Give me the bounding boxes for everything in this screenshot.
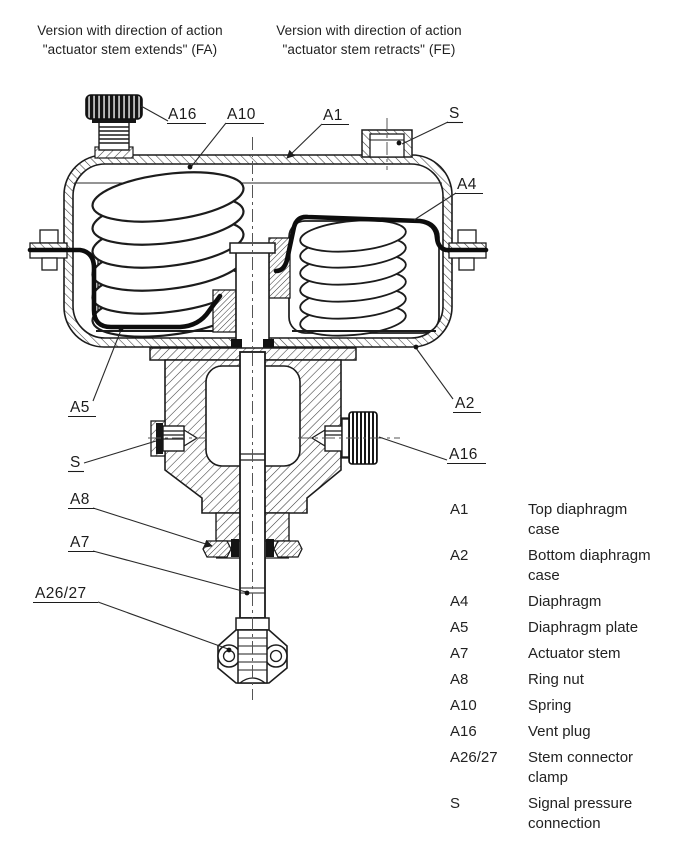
leader-a5 xyxy=(92,329,122,402)
legend-code: A26/27 xyxy=(450,749,498,766)
caption-fe-line1: Version with direction of action xyxy=(276,23,462,38)
legend-code: A2 xyxy=(450,547,469,564)
legend-code: A16 xyxy=(450,723,477,740)
callout-a1: A1 xyxy=(323,107,343,124)
caption-version-fa: Version with direction of action "actuat… xyxy=(20,22,240,59)
case-flange-left xyxy=(29,229,68,271)
leader-a8 xyxy=(92,507,213,548)
legend-label: Top diaphragm case xyxy=(528,501,628,538)
leader-a26-27 xyxy=(97,601,229,650)
legend-row: A16 Vent plug xyxy=(450,722,678,742)
leader-a1 xyxy=(286,123,323,159)
legend-code: A4 xyxy=(450,593,469,610)
leader-dots xyxy=(118,140,419,653)
legend-label: Signal pressure connection xyxy=(528,795,633,832)
legend-code: S xyxy=(450,795,461,812)
callout-a5: A5 xyxy=(70,399,90,416)
legend-row: A10 Spring xyxy=(450,696,678,716)
legend-row: A4 Diaphragm xyxy=(450,592,678,612)
legend-code: A8 xyxy=(450,671,469,688)
legend-row: A8 Ring nut xyxy=(450,670,678,690)
legend-row: S Signal pressure connection xyxy=(450,794,678,834)
callout-a8: A8 xyxy=(70,491,90,508)
callout-a7: A7 xyxy=(70,534,90,551)
diaphragm xyxy=(27,214,489,330)
callout-a26-27: A26/27 xyxy=(35,585,87,602)
callout-labels: A16 A10 A1 S A4 A5 A2 S A16 A8 A7 A26/27 xyxy=(33,105,486,604)
callout-a4: A4 xyxy=(457,176,477,193)
leader-lines xyxy=(83,105,457,650)
legend-label: Ring nut xyxy=(528,671,584,688)
legend-row: A5 Diaphragm plate xyxy=(450,618,678,638)
legend-label: Diaphragm plate xyxy=(528,619,639,636)
leader-a16-side xyxy=(378,436,448,461)
leader-a10 xyxy=(190,122,227,168)
leader-a7 xyxy=(92,550,247,593)
legend-row: A26/27 Stem connector clamp xyxy=(450,748,678,788)
legend-row: A1 Top diaphragm case xyxy=(450,500,678,540)
leader-a2 xyxy=(415,347,454,400)
legend-row: A7 Actuator stem xyxy=(450,644,678,664)
caption-fa-line1: Version with direction of action xyxy=(37,23,223,38)
leader-a16-top xyxy=(140,105,169,122)
legend-row: A2 Bottom diaphragm case xyxy=(450,546,678,586)
caption-fa-line2: "actuator stem extends" (FA) xyxy=(42,41,218,57)
callout-a16-side: A16 xyxy=(449,446,478,463)
callout-s-top: S xyxy=(449,105,460,122)
legend-label: Spring xyxy=(528,697,572,714)
legend-label: Stem connector clamp xyxy=(528,749,634,786)
legend-label: Diaphragm xyxy=(528,593,602,610)
legend-code: A5 xyxy=(450,619,469,636)
callout-s-side: S xyxy=(70,454,81,471)
caption-version-fe: Version with direction of action "actuat… xyxy=(255,22,483,59)
legend-label: Bottom diaphragm case xyxy=(528,547,651,584)
case-flange-right xyxy=(448,229,487,271)
caption-fe-line2: "actuator stem retracts" (FE) xyxy=(282,41,456,57)
legend-code: A1 xyxy=(450,501,469,518)
leader-a4 xyxy=(413,192,457,221)
legend-code: A10 xyxy=(450,697,477,714)
callout-a2: A2 xyxy=(455,395,475,412)
spring-right-outer xyxy=(299,219,407,337)
leader-s-side xyxy=(83,440,157,464)
spring-left xyxy=(91,171,245,338)
callout-a10: A10 xyxy=(227,106,256,123)
legend-label: Actuator stem xyxy=(528,645,621,662)
leader-s-top xyxy=(401,121,449,145)
legend-label: Vent plug xyxy=(528,723,591,740)
callout-a16-top: A16 xyxy=(168,106,197,123)
vent-plug-top xyxy=(85,94,143,159)
legend-code: A7 xyxy=(450,645,469,662)
